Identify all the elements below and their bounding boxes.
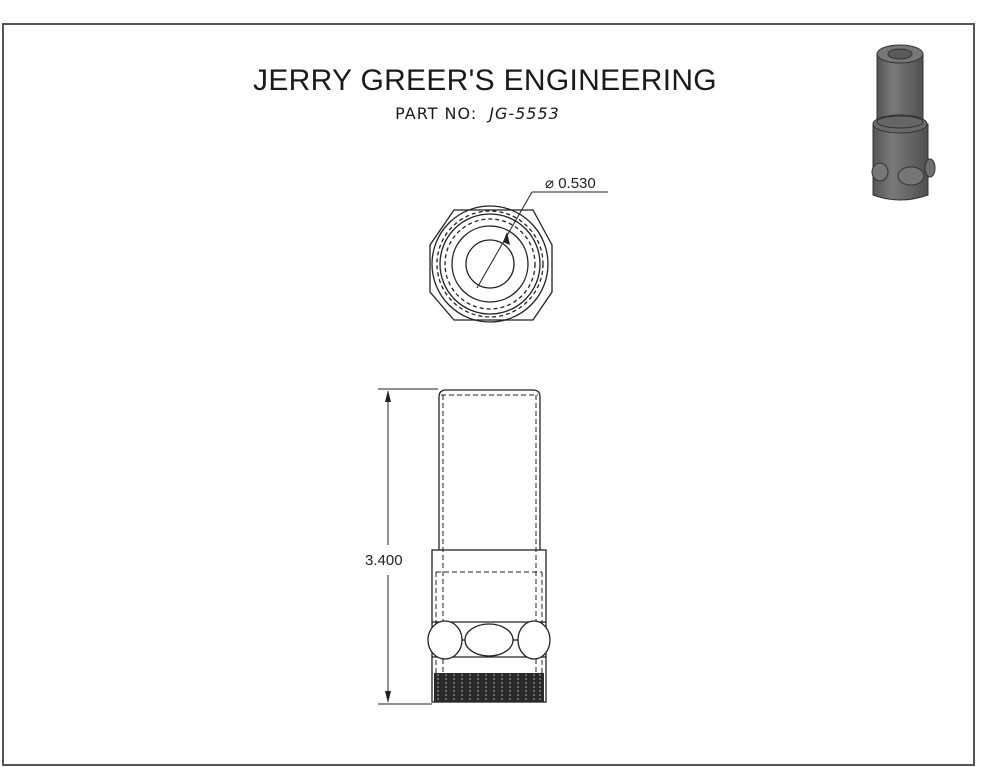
hidden-circle-inner	[444, 218, 536, 310]
arrowhead-top	[385, 390, 391, 402]
hex-flat-center	[464, 623, 514, 657]
hidden-circle-outer	[436, 210, 544, 318]
height-dimension-text: 3.400	[365, 552, 403, 569]
isometric-view	[871, 44, 936, 201]
leader-arrowhead	[503, 232, 510, 245]
hex-flat-right	[517, 620, 551, 660]
iso-hex-flat-left	[871, 162, 889, 182]
iso-hex-flat-center	[897, 166, 925, 186]
outer-circle	[431, 205, 549, 323]
top-view	[429, 191, 608, 323]
hex-flat-left	[427, 620, 463, 660]
upper-tube-outline	[438, 389, 541, 550]
diameter-dimension-text: ⌀ 0.530	[545, 175, 596, 192]
thread-fill	[434, 673, 544, 702]
iso-hex-flat-right	[924, 158, 936, 178]
hex-outline	[429, 209, 553, 321]
iso-tube	[876, 53, 924, 123]
mid-circle	[439, 213, 541, 315]
part-number-value: JG-5553	[489, 104, 560, 123]
arrowhead-bottom	[385, 691, 391, 703]
iso-collar	[872, 123, 929, 201]
front-view	[427, 389, 551, 703]
thread-pattern	[434, 673, 544, 702]
bore-circle	[465, 239, 515, 289]
part-number-label: PART NO:	[395, 104, 478, 123]
iso-tube-base	[876, 115, 924, 129]
company-title: JERRY GREER'S ENGINEERING	[253, 64, 717, 97]
height-dimension	[378, 388, 438, 705]
drawing-border-frame	[2, 23, 975, 766]
inner-circle	[451, 225, 529, 303]
iso-bore	[887, 48, 913, 60]
part-number-line: PART NO: JG-5553	[0, 104, 955, 123]
